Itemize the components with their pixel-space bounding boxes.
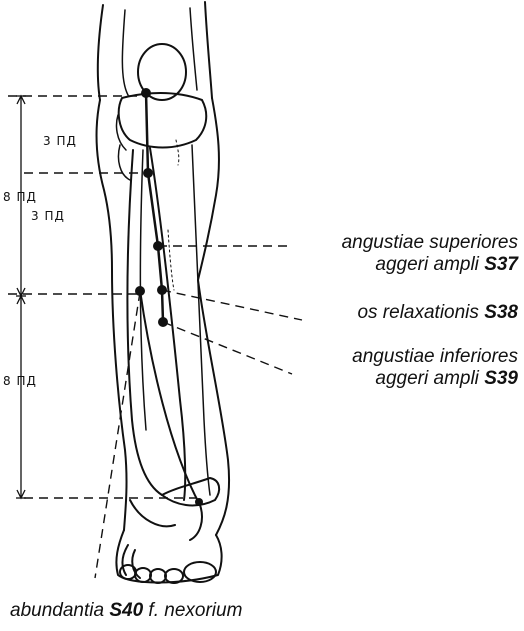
label-s39-line1: angustiae inferiores [352, 346, 518, 368]
thigh-outline [98, 5, 103, 100]
label-s39-code: S39 [484, 368, 518, 389]
leader-s38 [162, 290, 302, 320]
ankle-bones [162, 478, 219, 505]
leader-s39 [163, 322, 292, 374]
label-s37: angustiae superiores aggeri ampli S37 [342, 232, 518, 276]
thigh-inner [205, 2, 212, 98]
label-s40-suffix: f. nexorium [148, 600, 242, 621]
label-s37-code: S37 [484, 254, 518, 275]
measure-label-upper-3: 3 ПД [43, 134, 77, 148]
point-s38 [157, 285, 167, 295]
label-s37-line2: aggeri ampli S37 [342, 254, 518, 276]
label-s37-line1: angustiae superiores [342, 232, 518, 254]
point-upper [143, 168, 153, 178]
measure-label-bottom-8: 8 ПД [3, 374, 37, 388]
measure-label-lower-3: 3 ПД [31, 209, 65, 223]
label-s40: abundantia S40 f. nexorium [10, 600, 242, 622]
label-s40-code: S40 [109, 600, 143, 621]
point-knee [141, 88, 151, 98]
point-s39 [158, 317, 168, 327]
label-s39-name: aggeri ampli [375, 368, 479, 389]
label-s37-name: aggeri ampli [375, 254, 479, 275]
point-s37 [153, 241, 163, 251]
label-s39: angustiae inferiores aggeri ampli S39 [352, 346, 518, 390]
label-s39-line2: aggeri ampli S39 [352, 368, 518, 390]
label-s38-code: S38 [484, 302, 518, 323]
point-s40 [135, 286, 145, 296]
point-ankle [195, 498, 203, 506]
label-s40-name: abundantia [10, 600, 104, 621]
measure-label-total-8: 8 ПД [3, 190, 37, 204]
label-s38-name: os relaxationis [357, 302, 478, 323]
tibia-head [119, 93, 207, 148]
label-s38: os relaxationis S38 [357, 302, 518, 324]
knee-outline [97, 100, 112, 270]
